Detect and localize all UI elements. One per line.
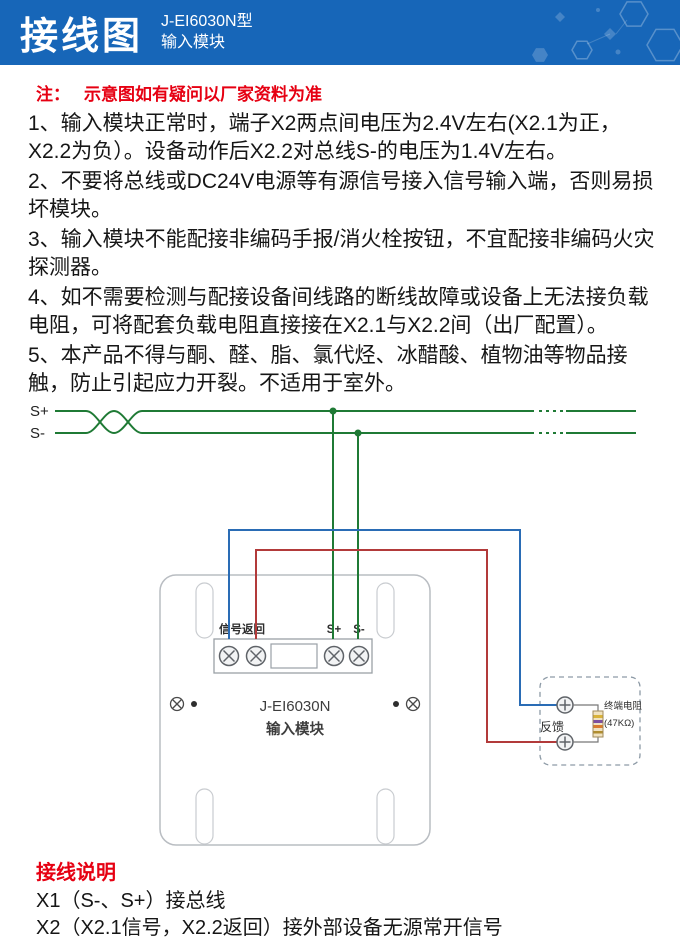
terminal-screw-icon (348, 645, 370, 667)
terminal-label-sminus: S- (353, 624, 365, 636)
module-slot (195, 582, 214, 639)
bus-label-splus: S+ (30, 403, 49, 420)
mounting-dot (393, 701, 399, 707)
header-model-info: J-EI6030N型 输入模块 (161, 12, 253, 54)
footer-title: 接线说明 (36, 862, 116, 884)
footer-line: X1（S-、S+）接总线 (36, 890, 226, 912)
module-slot (195, 788, 214, 845)
feedback-screw-icon (556, 696, 574, 714)
resistor-leads (573, 704, 599, 743)
instruction-item: 1、输入模块正常时，端子X2两点间电压为2.4V左右(X2.1为正，X2.2为负… (28, 112, 621, 163)
bus-junction-dot (329, 407, 362, 437)
note-text: 示意图如有疑问以厂家资料为准 (84, 85, 322, 104)
module-name: J-EI6030N (260, 698, 331, 715)
bus-wires (55, 409, 636, 639)
module-slot (376, 582, 395, 639)
module-body: 信号返回 S+ S- J-EI6030N 输入模块 (159, 574, 431, 846)
bus-label-sminus: S- (30, 425, 45, 442)
footer-line: X2（X2.1信号，X2.2返回）接外部设备无源常开信号 (36, 917, 503, 939)
feedback-screw-icon (556, 733, 574, 751)
terminal-screw-icon (323, 645, 345, 667)
page-title: 接线图 (20, 16, 144, 58)
module-type: 输入模块 (266, 720, 324, 738)
header-decoration-icon (532, 1, 680, 62)
mounting-dot (191, 701, 197, 707)
return-wire (255, 549, 557, 743)
instruction-item: 2、不要将总线或DC24V电源等有源信号接入信号输入端，否则易损坏模块。 (28, 170, 654, 221)
terminal-screw-icon (245, 645, 267, 667)
instructions: 1、输入模块正常时，端子X2两点间电压为2.4V左右(X2.1为正，X2.2为负… (28, 110, 660, 400)
wiring-diagram: 信号返回 S+ S- J-EI6030N 输入模块 (30, 403, 643, 846)
terminal-label-splus: S+ (327, 624, 342, 636)
signal-wire (228, 529, 557, 706)
feedback-label: 反馈 (540, 720, 564, 734)
mounting-screw-icon (169, 696, 185, 712)
model-number: J-EI6030N型 (161, 12, 253, 30)
module-slot (376, 788, 395, 845)
address-window (270, 643, 318, 669)
resistor-value: (47KΩ) (604, 718, 634, 729)
note-prefix: 注： (36, 85, 70, 104)
instruction-item: 5、本产品不得与酮、醛、脂、氯代烃、冰醋酸、植物油等物品接触，防止引起应力开裂。… (28, 344, 628, 395)
header: 接线图 J-EI6030N型 输入模块 (0, 0, 680, 65)
module-type-label: 输入模块 (161, 33, 226, 51)
terminal-label-signal-return: 信号返回 (219, 622, 265, 636)
factory-note: 注： 示意图如有疑问以厂家资料为准 (36, 80, 322, 105)
resistor-icon (592, 710, 604, 738)
terminal-screw-icon (218, 645, 240, 667)
mounting-screw-icon (405, 696, 421, 712)
resistor-name: 终端电阻 (604, 700, 643, 712)
instruction-item: 4、如不需要检测与配接设备间线路的断线故障或设备上无法接负载电阻，可将配套负载电… (28, 286, 649, 337)
instruction-item: 3、输入模块不能配接非编码手报/消火栓按钮，不宜配接非编码火灾探测器。 (28, 228, 655, 279)
